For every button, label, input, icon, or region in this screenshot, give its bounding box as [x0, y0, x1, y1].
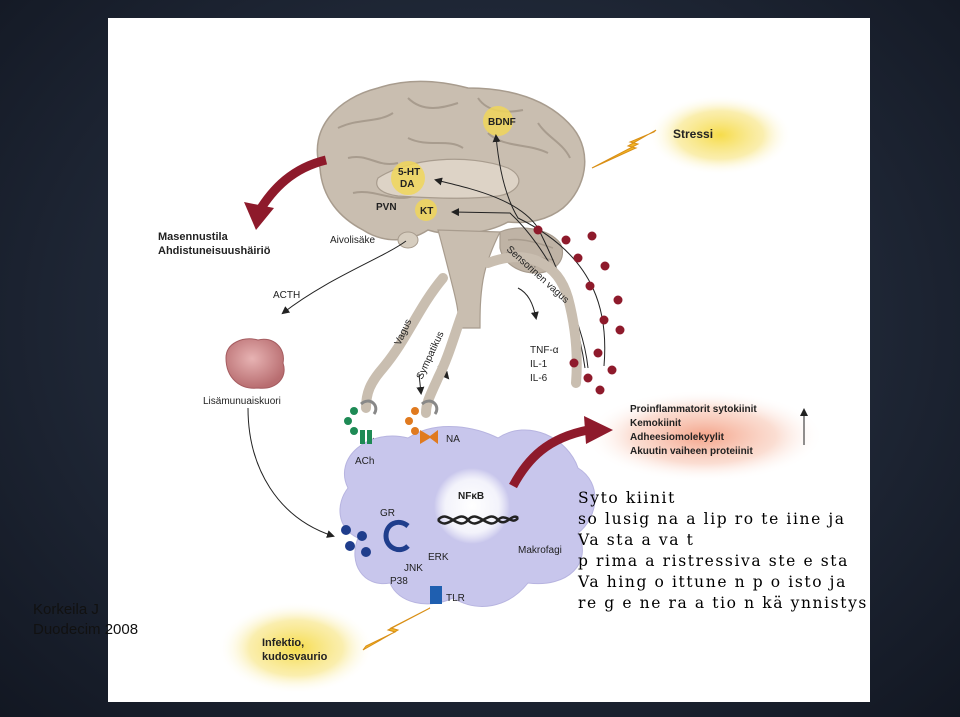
adrenal-label: Lisämunuaiskuori	[203, 396, 281, 407]
depression-label-2: Ahdistuneisuushäiriö	[158, 245, 271, 257]
cytokine-label-il6: IL-6	[530, 373, 548, 384]
erk-label: ERK	[428, 552, 449, 563]
output-item-2: Kemokiinit	[630, 418, 682, 429]
note-line-2: so lusig na a lip ro te iine ja	[578, 510, 846, 528]
infection-glow	[218, 602, 374, 694]
kt-spot	[415, 199, 437, 221]
jnk-label: JNK	[404, 563, 423, 574]
note-line-6: re g e ne ra a tio n kä ynnistys	[578, 594, 868, 612]
stress-label: Stressi	[673, 127, 713, 141]
p38-label: P38	[390, 576, 408, 587]
output-item-3: Adheesiomolekyylit	[630, 432, 725, 443]
note-line-1: Syto kiinit	[578, 489, 676, 507]
tlr-receptor	[430, 586, 442, 604]
cytokine-label-il1: IL-1	[530, 359, 548, 370]
na-receptor	[405, 399, 439, 444]
da-label: DA	[400, 179, 414, 190]
infection-label-2: kudosvaurio	[262, 651, 328, 663]
sensory-vagus-nerve	[483, 252, 582, 388]
nucleus	[434, 468, 510, 544]
credit-author: Korkeila J	[33, 601, 99, 618]
gr-receptor	[383, 519, 410, 553]
gr-label: GR	[380, 508, 395, 519]
kt-label: KT	[420, 206, 433, 217]
infection-label-1: Infektio,	[262, 637, 304, 649]
output-item-4: Akuutin vaiheen proteiinit	[630, 446, 753, 457]
depression-arrow	[254, 155, 328, 216]
credit-source: Duodecim 2008	[33, 621, 139, 638]
bdnf-spot	[483, 106, 513, 136]
cytokine-label-tnf: TNF-α	[530, 345, 559, 356]
acth-label: ACTH	[273, 290, 300, 301]
nfkb-label: NFκB	[458, 491, 484, 502]
note-line-3: Va sta a va t	[578, 531, 695, 549]
pvn-label: PVN	[376, 202, 397, 213]
stress-glow	[648, 95, 792, 175]
diagram-svg: BDNF Stressi 5-HT DA PVN KT Aivolisäke M…	[158, 80, 824, 694]
infection-lightning-icon	[362, 607, 431, 651]
sympathetic-nerve	[421, 283, 478, 418]
tlr-label: TLR	[446, 593, 465, 604]
output-arrow	[509, 425, 589, 489]
glucocorticoid-dots	[341, 525, 371, 557]
outputs-glow	[584, 390, 824, 482]
macrophage-label: Makrofagi	[518, 545, 562, 556]
credit: Korkeila J Duodecim 2008	[33, 600, 138, 640]
ach-receptor	[344, 399, 378, 444]
depression-label-1: Masennustila	[158, 231, 229, 243]
output-item-1: Proinflammatorit sytokiinit	[630, 404, 757, 415]
bdnf-label: BDNF	[488, 117, 516, 128]
cytokine-dots	[533, 225, 625, 395]
dna-icon	[437, 515, 519, 525]
brain	[316, 80, 586, 329]
na-label: NA	[446, 434, 460, 445]
note-line-4: p rima a ristressiva ste e sta	[578, 552, 849, 570]
ht5-da-spot	[391, 161, 425, 195]
note-line-5: Va hing o ittune n p o isto ja	[578, 573, 847, 591]
notes: Syto kiinit so lusig na a lip ro te iine…	[578, 488, 870, 614]
adrenal-gland	[225, 338, 285, 389]
vagus-nerve	[361, 273, 448, 413]
stress-lightning-icon	[591, 129, 657, 169]
pituitary-label: Aivolisäke	[330, 235, 375, 246]
ht5-label: 5-HT	[398, 167, 420, 178]
ach-label: ACh	[355, 456, 374, 467]
figure-panel: BDNF Stressi 5-HT DA PVN KT Aivolisäke M…	[108, 18, 870, 702]
